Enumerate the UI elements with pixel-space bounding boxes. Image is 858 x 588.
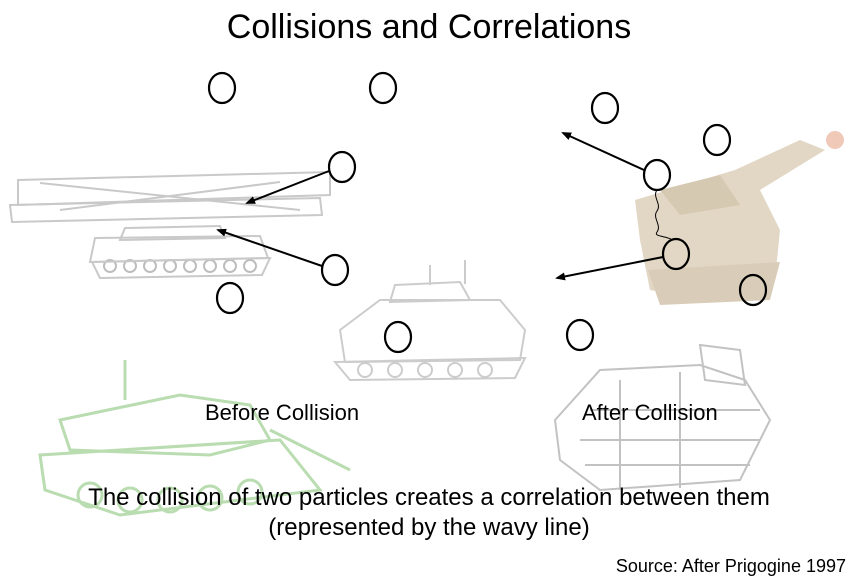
- green-tank-image: [38, 360, 351, 517]
- after-collision-label: After Collision: [582, 400, 718, 425]
- bridge-layer-vehicle-image: [8, 170, 331, 280]
- incoming-arrow-2: [216, 228, 323, 267]
- caption-line-2: (represented by the wavy line): [268, 514, 590, 541]
- colliding-particle-1: [327, 150, 357, 184]
- particle: [207, 71, 237, 105]
- particle: [383, 320, 413, 354]
- source-citation: Source: After Prigogine 1997: [615, 556, 846, 576]
- page-title: Collisions and Correlations: [226, 8, 632, 46]
- particle: [215, 281, 245, 315]
- particle: [702, 123, 732, 157]
- caption: The collision of two particles creates a…: [0, 483, 858, 543]
- particle: [590, 91, 620, 125]
- desert-tank-image: [635, 131, 844, 305]
- correlated-particle-2: [661, 237, 691, 271]
- outgoing-arrow-2: [555, 256, 664, 281]
- ifv-vehicle-image: [332, 260, 527, 382]
- caption-line-1: The collision of two particles creates a…: [88, 484, 770, 511]
- recovery-vehicle-image: [553, 343, 772, 492]
- particle: [565, 318, 595, 352]
- before-collision-label: Before Collision: [205, 400, 360, 425]
- correlated-particle-1: [642, 158, 672, 192]
- particle: [738, 273, 768, 307]
- incoming-arrow-1: [245, 170, 330, 204]
- outgoing-arrow-1: [561, 132, 645, 171]
- particle: [368, 71, 398, 105]
- colliding-particle-2: [320, 253, 350, 287]
- correlation-wavy-line: [655, 189, 673, 241]
